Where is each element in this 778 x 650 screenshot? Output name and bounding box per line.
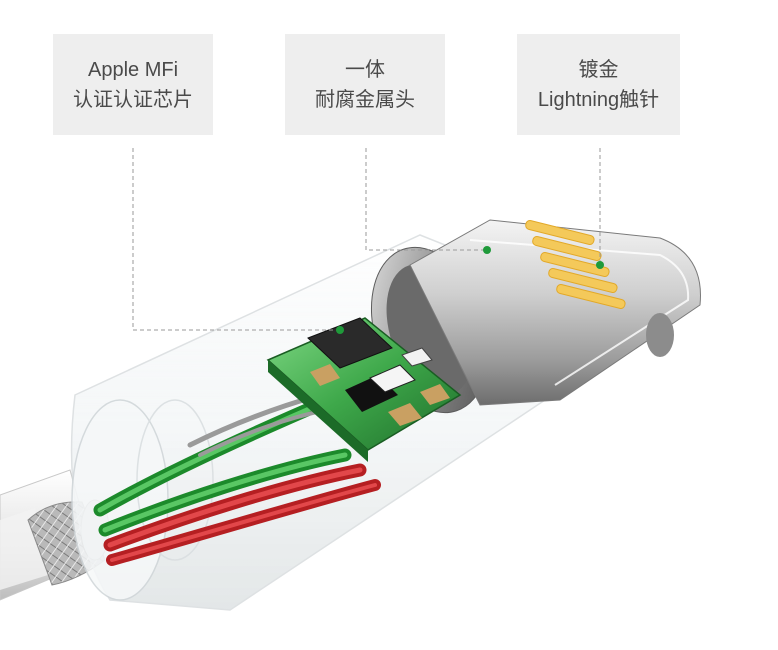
marker-dot-metal [483,246,491,254]
callout-pins-line2: Lightning触针 [537,88,660,111]
leader-line-chip [132,148,340,331]
callout-gold-pins: 镀金 Lightning触针 [517,34,680,135]
marker-dot-pins [596,261,604,269]
callout-mfi-chip: Apple MFi 认证认证芯片 [53,34,213,135]
callout-chip-line2: 认证认证芯片 [73,88,193,111]
callout-metal-line2: 耐腐金属头 [315,88,415,111]
marker-dot-chip [336,326,344,334]
gold-contacts [525,220,626,309]
callout-metal-line1: 一体 [345,58,385,81]
leader-line-metal [365,148,487,251]
callout-chip-line1: Apple MFi [87,58,179,81]
callout-metal-head: 一体 耐腐金属头 [285,34,445,135]
pcb-board [266,317,462,462]
lightning-plug [409,219,701,406]
callout-pins-line1: 镀金 [578,58,619,81]
inner-wires [93,392,381,566]
leader-lines [132,148,601,331]
